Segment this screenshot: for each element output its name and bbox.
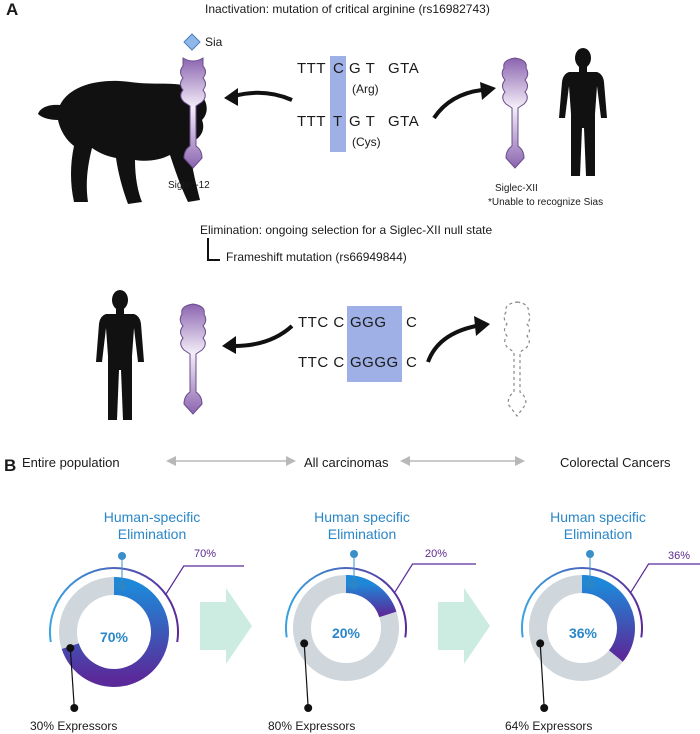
seq2-mid: T xyxy=(333,113,343,130)
curved-arrow-left-icon xyxy=(224,88,293,106)
pop-label-colorectal: Colorectal Cancers xyxy=(560,455,671,470)
seq2-right1: G T xyxy=(349,113,376,130)
outer-arc-1 xyxy=(49,567,179,643)
chart2-bottom: 80% Expressors xyxy=(268,719,356,733)
flow-arrow-2 xyxy=(438,588,490,664)
siglecXII-protein-icon-2 xyxy=(179,303,207,415)
chart2-center: 20% xyxy=(331,625,361,641)
chimpanzee-icon xyxy=(38,80,207,204)
elim-pin-dot-2 xyxy=(350,550,358,558)
expr-pin-line-2 xyxy=(303,643,309,709)
chart2-outer-pct: 20% xyxy=(425,548,448,560)
donut-chart-1 xyxy=(49,552,244,712)
sia-label: Sia xyxy=(205,35,223,49)
outer-arc-3 xyxy=(521,567,643,638)
outer-leader-2 xyxy=(394,563,476,594)
seq2-left: TTT xyxy=(297,113,326,130)
double-arrow-2 xyxy=(400,456,525,466)
seq2-right2: GTA xyxy=(388,113,420,130)
seq2-aa: (Cys) xyxy=(352,135,381,149)
elimination-title: Elimination: ongoing selection for a Sig… xyxy=(200,223,493,237)
seq1-right1: G T xyxy=(349,60,376,77)
chart1-center: 70% xyxy=(99,629,129,645)
chart2-title: Human specific Elimination xyxy=(314,509,410,542)
seq1-aa: (Arg) xyxy=(352,82,379,96)
donut-chart-3 xyxy=(521,550,700,712)
outer-leader-1 xyxy=(165,565,244,595)
double-arrow-1 xyxy=(166,456,296,466)
flow-arrow-1 xyxy=(200,588,252,664)
seq1-left: TTT xyxy=(297,60,326,77)
outer-arc-2 xyxy=(285,567,407,638)
sia-diamond-icon xyxy=(183,33,201,51)
null-protein-icon xyxy=(503,301,531,417)
human-figure-icon xyxy=(559,48,607,176)
seq4-left: TTC C xyxy=(298,354,345,371)
outer-leader-3 xyxy=(630,563,700,594)
seq1-right2: GTA xyxy=(388,60,420,77)
panel-a-label: A xyxy=(6,0,19,19)
elimination-arc-1 xyxy=(61,577,169,687)
seq3-mid: GGG xyxy=(350,314,387,331)
curved-arrow-left-icon-2 xyxy=(222,324,294,354)
seq3-right: C xyxy=(406,314,418,331)
expr-pin-bottom-2 xyxy=(304,704,313,712)
panel-a-title: Inactivation: mutation of critical argin… xyxy=(205,2,490,16)
chart3-title: Human specific Elimination xyxy=(550,509,646,542)
pop-label-entire: Entire population xyxy=(22,455,120,470)
elimination-arc-3 xyxy=(581,575,635,662)
chart3-outer-pct: 36% xyxy=(668,550,691,562)
human-figure-icon-2 xyxy=(96,290,144,420)
chart1-outer-pct: 70% xyxy=(194,548,217,560)
chart3-center: 36% xyxy=(568,625,598,641)
curved-arrow-right-icon xyxy=(432,82,496,120)
siglec12-label: Siglec-12 xyxy=(168,180,210,191)
siglecXII-label: Siglec-XII xyxy=(495,183,538,194)
elim-pin-dot-3 xyxy=(586,550,594,558)
pop-label-carcinomas: All carcinomas xyxy=(304,455,389,470)
chart1-bottom: 30% Expressors xyxy=(30,719,118,733)
siglecXII-note: *Unable to recognize Sias xyxy=(488,197,604,208)
chart3-bottom: 64% Expressors xyxy=(505,719,593,733)
expr-pin-bottom-3 xyxy=(540,704,549,712)
seq4-mid: GGGG xyxy=(350,354,399,371)
siglecXII-protein-icon xyxy=(501,57,529,169)
donut-chart-2 xyxy=(285,550,476,712)
frameshift-highlight xyxy=(347,306,402,382)
seq4-right: C xyxy=(406,354,418,371)
seq1-mid: C xyxy=(333,60,345,77)
curved-arrow-right-icon-2 xyxy=(426,316,490,363)
chart1-title: Human-specific Elimination xyxy=(103,509,201,542)
elim-pin-dot-1 xyxy=(118,552,126,560)
expr-pin-line-1 xyxy=(69,648,75,709)
elim-pin-end-2 xyxy=(349,579,359,589)
expr-pin-top-1 xyxy=(66,644,75,653)
seq3-left: TTC C xyxy=(298,314,345,331)
elim-pin-end-3 xyxy=(585,579,595,589)
frameshift-label: Frameshift mutation (rs66949844) xyxy=(226,250,407,264)
mutation-highlight xyxy=(330,56,346,152)
bracket-connector xyxy=(207,238,220,261)
siglec12-protein-icon xyxy=(180,57,206,169)
elim-pin-end-1 xyxy=(117,581,127,591)
panel-b-label: B xyxy=(4,456,17,475)
expr-pin-bottom-1 xyxy=(70,704,79,712)
expr-pin-line-3 xyxy=(539,643,545,709)
